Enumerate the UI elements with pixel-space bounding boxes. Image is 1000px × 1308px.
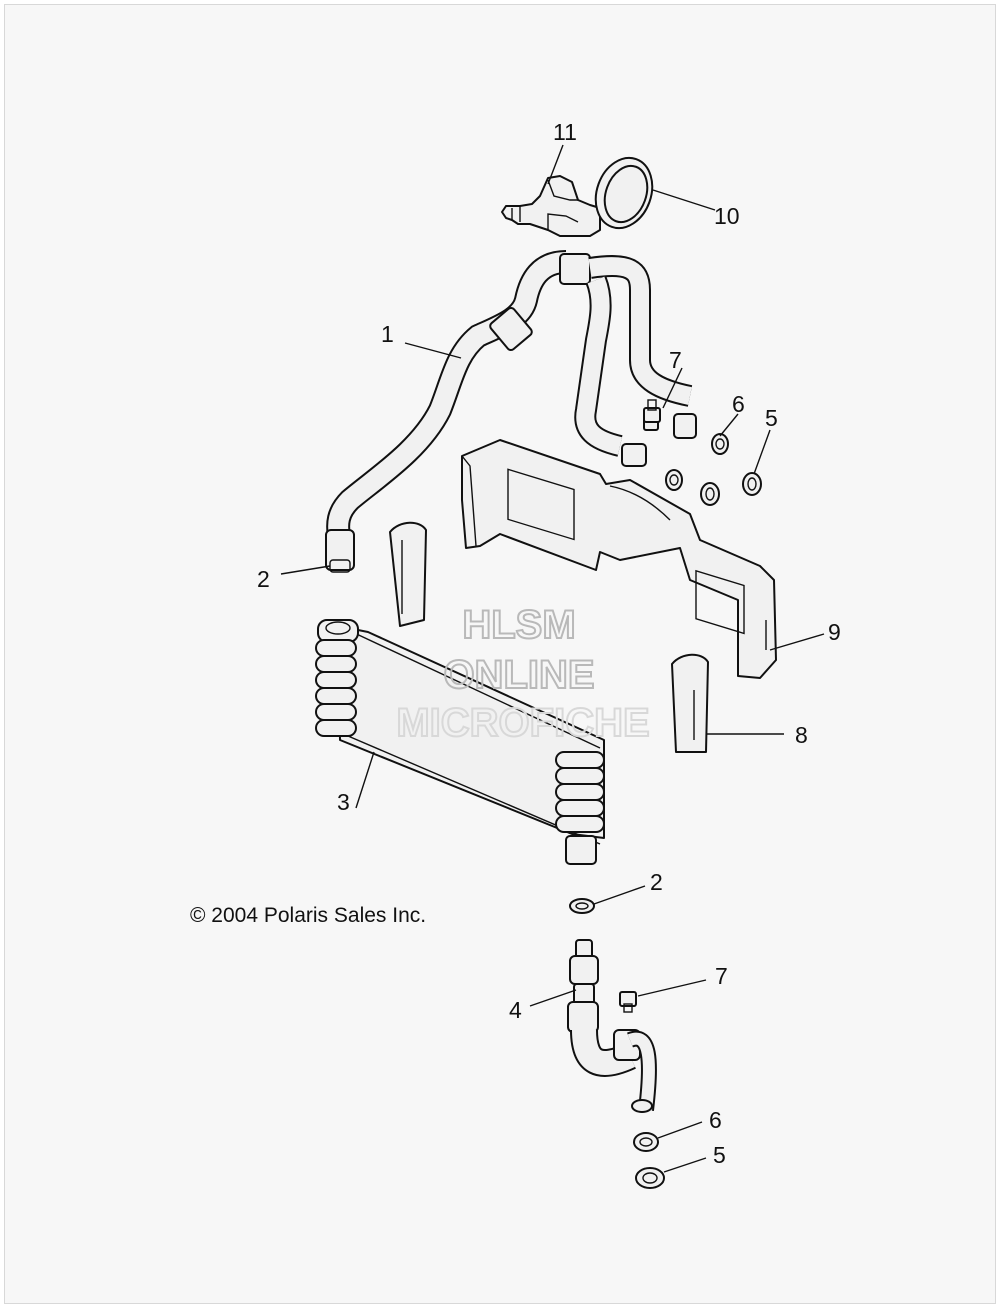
callout-6-lower: 6 [709, 1107, 722, 1133]
watermark-line-2: ONLINE [443, 653, 594, 697]
diagram-frame [4, 4, 996, 1304]
part-5-washer-upper [700, 472, 762, 506]
callout-5-lower: 5 [713, 1142, 726, 1168]
part-2-washer-lower [569, 898, 595, 914]
part-8-insulator [389, 521, 709, 753]
callout-9: 9 [828, 619, 841, 645]
callout-6-upper: 6 [732, 391, 745, 417]
part-5-washer-lower [635, 1167, 665, 1189]
callout-5-upper: 5 [765, 405, 778, 431]
callout-7-upper: 7 [669, 347, 682, 373]
part-1-hose [325, 250, 697, 573]
part-9-bracket [461, 439, 777, 679]
part-6-washer-upper [665, 433, 729, 491]
part-7-bolt-lower [619, 991, 637, 1013]
watermark: HLSM ONLINE MICROFICHE [395, 602, 650, 746]
copyright-text: © 2004 Polaris Sales Inc. [190, 904, 426, 927]
callout-1: 1 [381, 321, 394, 347]
leader-lines [280, 144, 825, 1173]
watermark-line-1: HLSM [462, 603, 575, 647]
watermark-line-3: MICROFICHE [396, 701, 649, 745]
callout-2-upper: 2 [257, 566, 270, 592]
callout-11: 11 [553, 119, 577, 145]
callout-4: 4 [509, 997, 522, 1023]
part-6-washer-lower [633, 1132, 659, 1152]
callout-labels: 11 10 1 7 6 5 2 9 8 3 2 4 7 6 5 [257, 119, 841, 1168]
part-11-fitting [501, 175, 601, 237]
part-4-fitting [567, 939, 657, 1113]
part-3-oil-cooler [315, 619, 605, 865]
callout-3: 3 [337, 789, 350, 815]
callout-7-lower: 7 [715, 963, 728, 989]
callout-8: 8 [795, 722, 808, 748]
part-7-bolt-upper [643, 399, 661, 423]
callout-10: 10 [714, 203, 740, 229]
callout-2-lower: 2 [650, 869, 663, 895]
part-10-clamp [594, 156, 654, 230]
